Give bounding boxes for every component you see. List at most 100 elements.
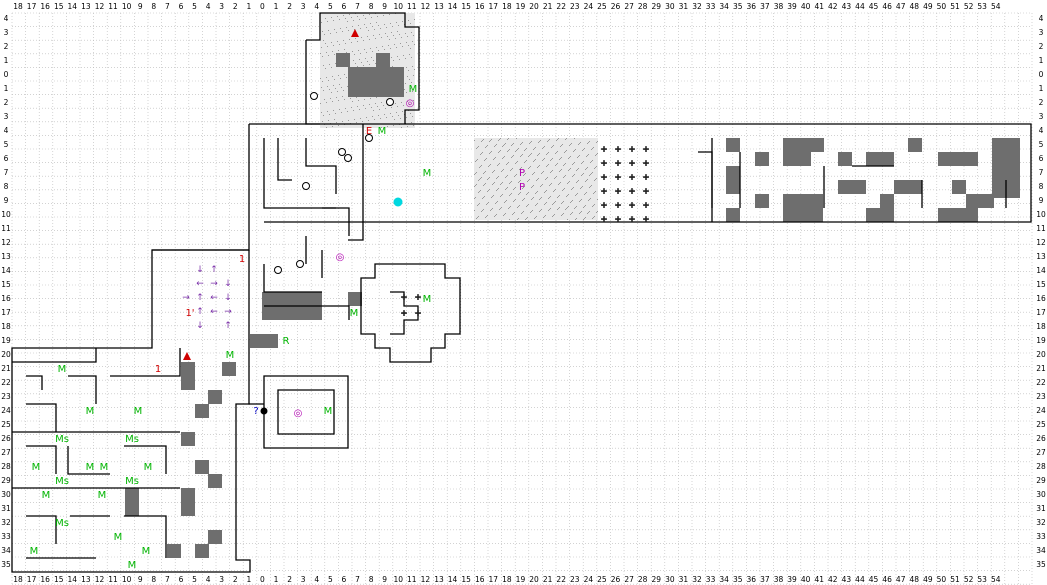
speckle — [573, 187, 574, 188]
speckle — [578, 156, 579, 157]
teleport-arrow-icon: ← — [196, 279, 204, 289]
teleport-number-marker: 1 — [155, 364, 161, 375]
speckle — [592, 218, 593, 219]
y-axis-label-right: 12 — [1036, 238, 1046, 247]
speckle — [351, 17, 352, 18]
speckle — [507, 139, 508, 140]
speckle — [405, 58, 406, 59]
speckle — [597, 153, 598, 154]
speckle — [545, 191, 546, 192]
speckle — [567, 195, 568, 196]
speckle — [330, 98, 331, 99]
speckle — [572, 164, 573, 165]
speckle — [522, 200, 523, 201]
speckle — [347, 86, 348, 87]
trap-icon: ✚ — [615, 201, 622, 210]
solid-block — [376, 53, 390, 67]
speckle — [567, 219, 568, 220]
speckle — [343, 40, 344, 41]
x-axis-label-top: 8 — [151, 2, 156, 11]
speckle — [505, 213, 506, 214]
speckle — [326, 127, 327, 128]
speckle — [591, 161, 592, 162]
teleport-number-marker: 1 — [239, 254, 245, 265]
speckle — [405, 33, 406, 34]
speckle — [512, 156, 513, 157]
speckle — [553, 191, 554, 192]
speckle — [506, 176, 507, 177]
speckle — [484, 160, 485, 161]
monster-marker: M — [144, 462, 153, 473]
speckle — [532, 210, 533, 211]
speckle — [581, 175, 582, 176]
speckle — [386, 27, 387, 28]
x-axis-label-bottom: 14 — [448, 575, 458, 584]
x-axis-label-top: 17 — [27, 2, 37, 11]
y-axis-label-left: 4 — [4, 14, 9, 23]
speckle — [542, 148, 543, 149]
speckle — [516, 174, 517, 175]
y-axis-label-left: 3 — [4, 28, 9, 37]
speckle — [591, 173, 592, 174]
speckle — [563, 177, 564, 178]
speckle — [392, 116, 393, 117]
speckle — [475, 197, 476, 198]
speckle — [322, 31, 323, 32]
speckle — [592, 148, 593, 149]
speckle — [485, 159, 486, 160]
solid-block — [880, 152, 894, 166]
x-axis-label-bottom: 35 — [733, 575, 743, 584]
y-axis-label-left: 3 — [4, 112, 9, 121]
y-axis-label-right: 11 — [1036, 224, 1046, 233]
speckle — [322, 121, 323, 122]
x-axis-label-top: 54 — [991, 2, 1001, 11]
speckle — [562, 190, 563, 191]
speckle — [583, 149, 584, 150]
speckle — [398, 115, 399, 116]
x-axis-label-bottom: 6 — [342, 575, 347, 584]
speckle — [359, 19, 360, 20]
speckle — [490, 210, 491, 211]
speckle — [479, 191, 480, 192]
speckle — [526, 160, 527, 161]
speckle — [410, 48, 411, 49]
monster-marker: M — [378, 126, 387, 137]
speckle — [590, 198, 591, 199]
y-axis-label-right: 9 — [1039, 196, 1044, 205]
speckle — [505, 189, 506, 190]
speckle — [554, 202, 555, 203]
speckle — [492, 172, 493, 173]
speckle — [589, 187, 590, 188]
speckle — [584, 148, 585, 149]
speckle — [324, 34, 325, 35]
speckle — [493, 171, 494, 172]
x-axis-label-bottom: 6 — [179, 575, 184, 584]
solid-block — [208, 390, 222, 404]
speckle — [563, 189, 564, 190]
speckle — [481, 165, 482, 166]
speckle — [573, 163, 574, 164]
speckle — [409, 54, 410, 55]
speckle — [516, 138, 517, 139]
y-axis-label-right: 20 — [1036, 350, 1046, 359]
wall — [277, 138, 292, 181]
speckle — [552, 204, 553, 205]
speckle — [489, 189, 490, 190]
speckle — [366, 117, 367, 118]
speckle — [509, 149, 510, 150]
speckle — [320, 53, 321, 54]
chute-icon: ◎ — [336, 252, 345, 263]
speckle — [332, 51, 333, 52]
trap-icon: ✚ — [401, 309, 408, 318]
speckle — [513, 155, 514, 156]
speckle — [522, 154, 523, 155]
speckle — [339, 19, 340, 20]
speckle — [587, 143, 588, 144]
speckle — [488, 202, 489, 203]
speckle — [555, 189, 556, 190]
y-axis-label-left: 2 — [4, 98, 9, 107]
speckle — [536, 204, 537, 205]
speckle — [485, 147, 486, 148]
speckle — [489, 141, 490, 142]
x-axis-label-top: 40 — [801, 2, 811, 11]
